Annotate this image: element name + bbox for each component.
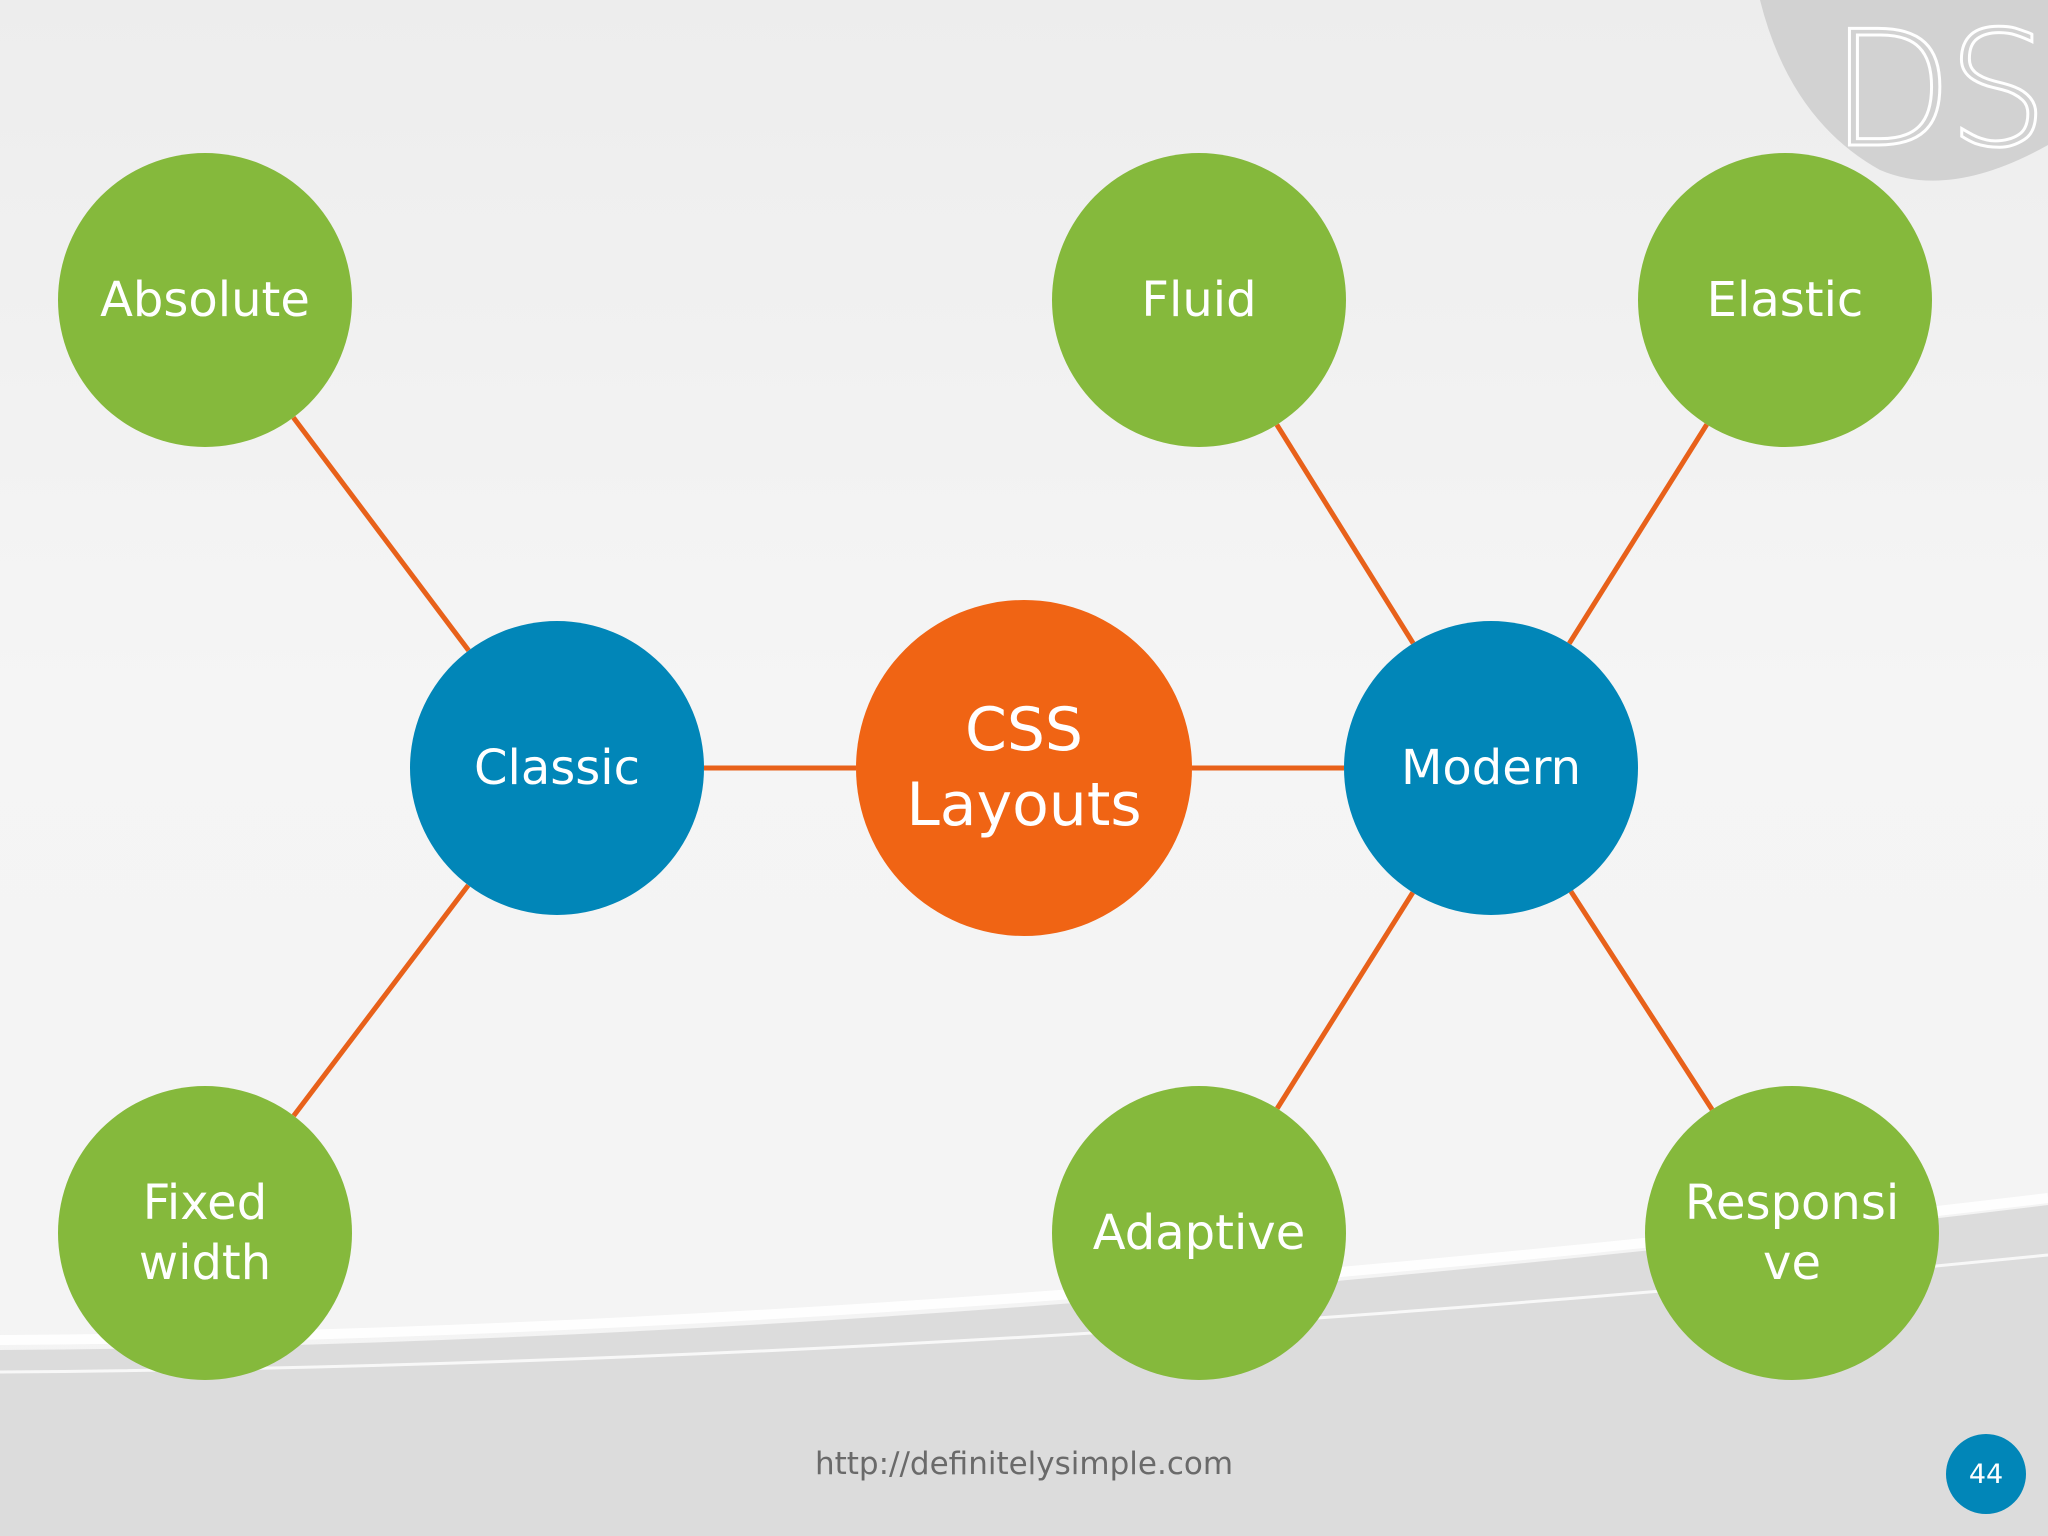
node-responsive: Responsi ve (1645, 1086, 1939, 1380)
edge-classic-fixed_width (291, 883, 471, 1118)
node-label: Modern (1400, 740, 1582, 796)
node-label: Elastic (1706, 272, 1864, 328)
ds-logo: DS (1829, 0, 2048, 185)
node-absolute: Absolute (58, 153, 352, 447)
edge-modern-adaptive (1275, 891, 1415, 1110)
node-fluid: Fluid (1052, 153, 1346, 447)
footer-url: http://definitelysimple.com (814, 1446, 1234, 1482)
node-label: Absolute (100, 272, 310, 328)
edge-modern-fluid (1274, 423, 1416, 645)
node-elastic: Elastic (1638, 153, 1932, 447)
node-classic: Classic (410, 621, 704, 915)
node-modern: Modern (1344, 621, 1638, 915)
page-number-badge: 44 (1946, 1434, 2026, 1514)
node-label: Adaptive (1092, 1205, 1306, 1261)
node-css-layouts: CSS Layouts (856, 600, 1192, 936)
node-label: Fluid (1141, 272, 1257, 328)
node-label: Responsi ve (1684, 1175, 1900, 1291)
node-adaptive: Adaptive (1052, 1086, 1346, 1380)
node-label: Classic (473, 740, 640, 796)
node-label: Fixed width (138, 1175, 272, 1291)
node-label: CSS Layouts (906, 695, 1142, 840)
logo-blob (1760, 0, 2048, 181)
node-fixed-width: Fixed width (58, 1086, 352, 1380)
edge-modern-responsive (1568, 890, 1715, 1111)
edge-modern-elastic (1567, 423, 1709, 645)
edge-classic-absolute (291, 415, 471, 653)
bottom-band (0, 1205, 2048, 1536)
